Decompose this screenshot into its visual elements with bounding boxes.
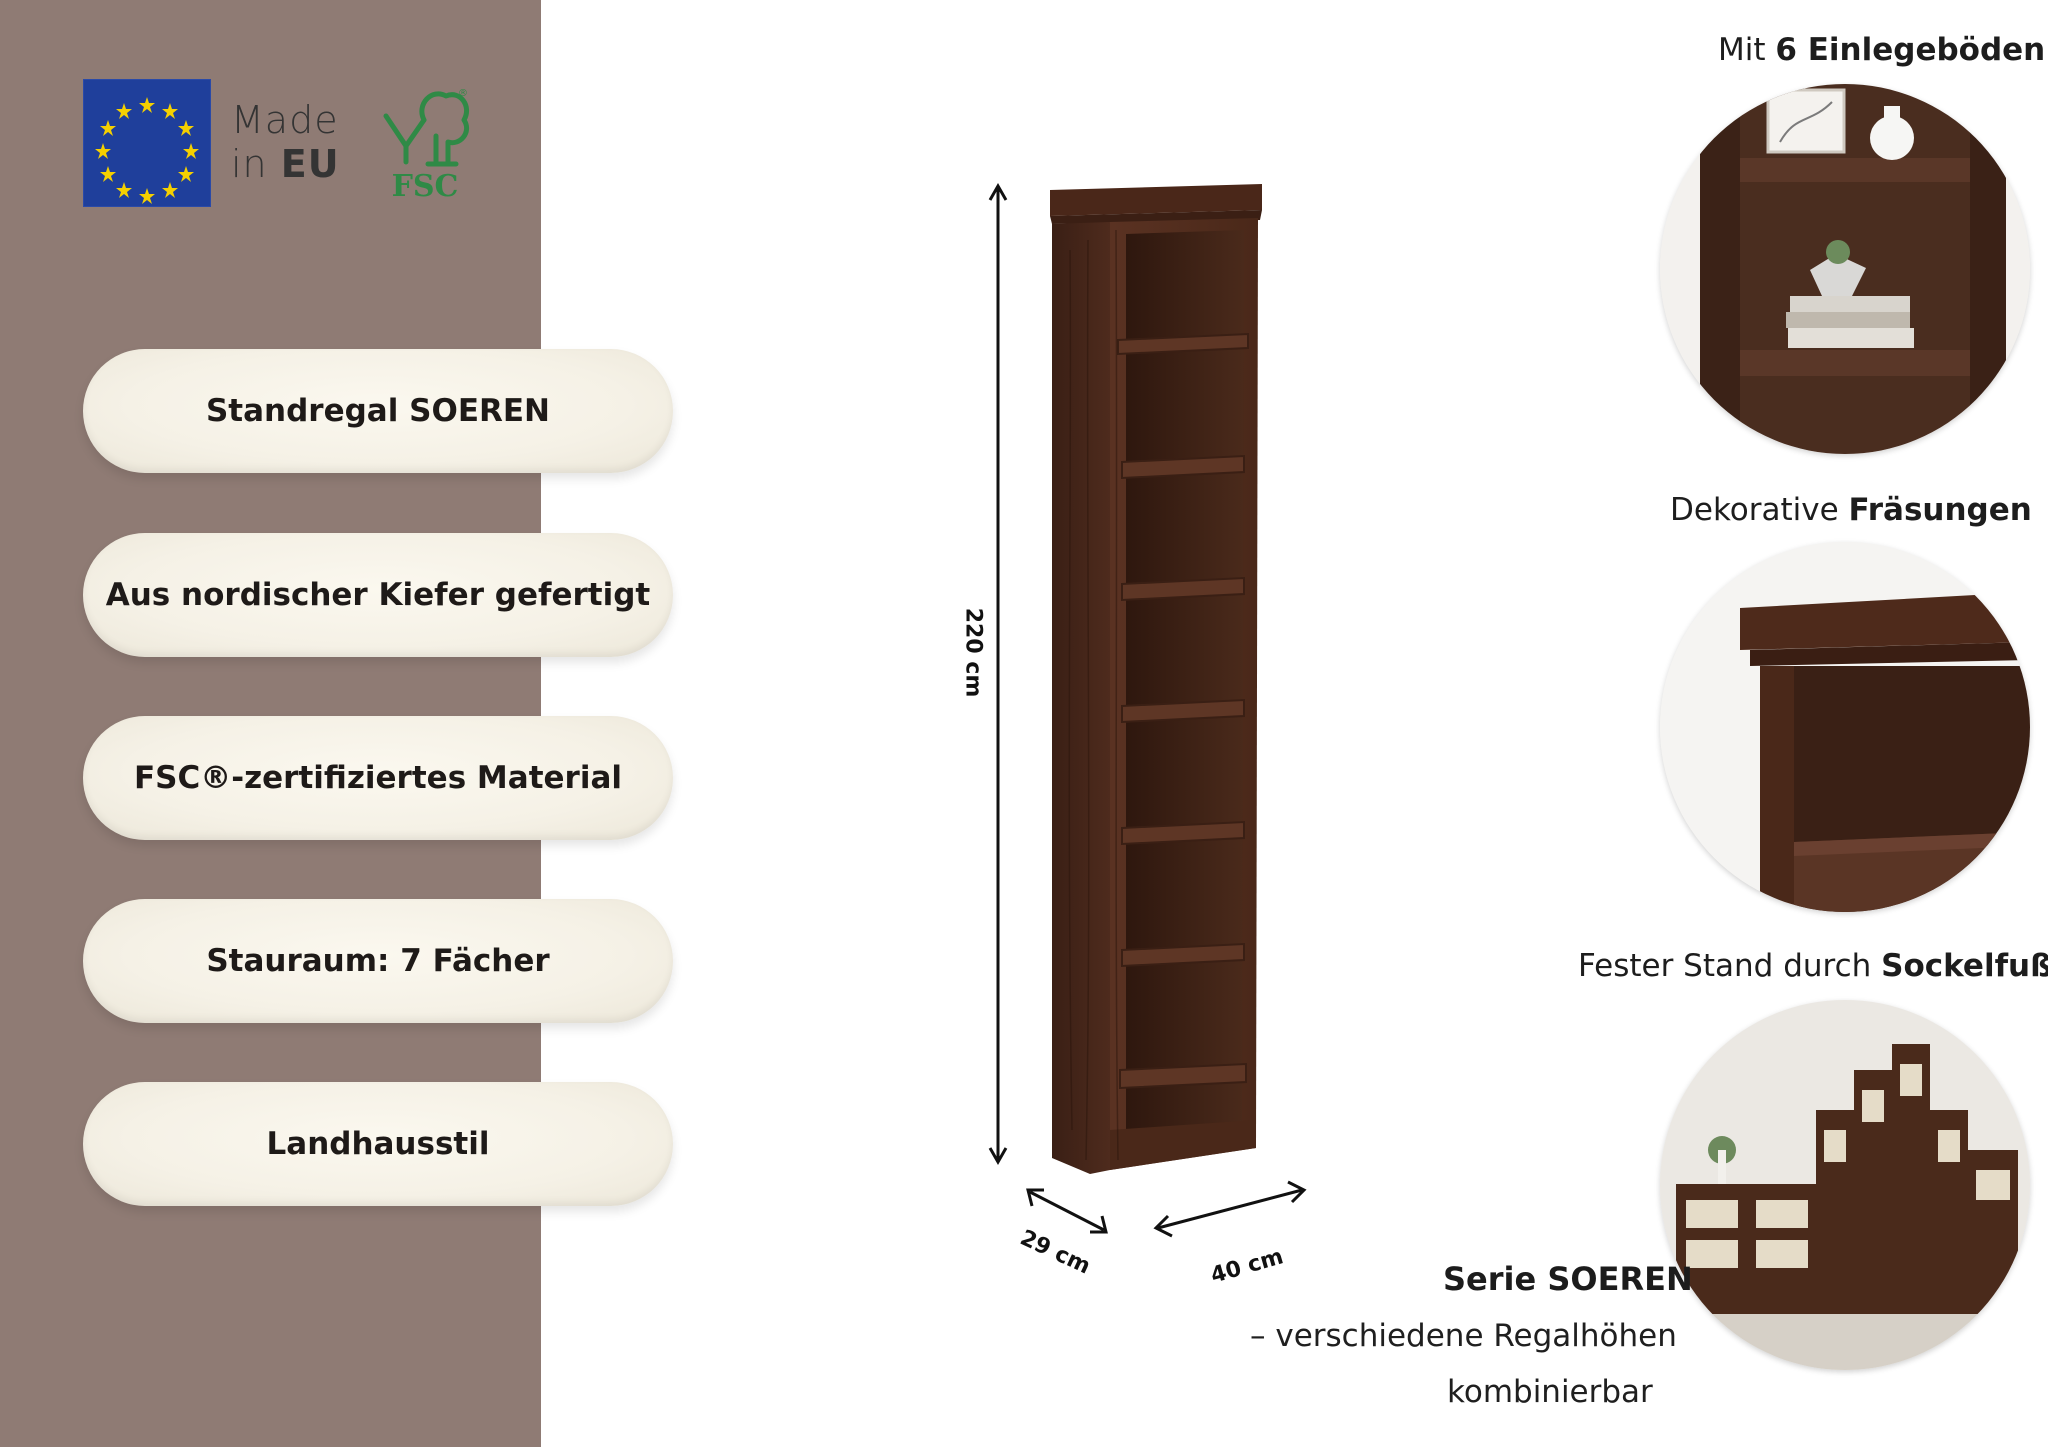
detail-heading-bold: 6 Einlegeböden (1775, 32, 2046, 68)
bookshelf-illustration (988, 182, 1307, 1238)
detail-heading-bold: Fräsungen (1848, 492, 2032, 528)
detail-heading-bold: Sockelfuß (1881, 948, 2048, 984)
series-description-line1: – verschiedene Regalhöhen (1250, 1318, 1677, 1354)
detail-heading-milling: Dekorative Fräsungen (1670, 492, 2032, 528)
feature-pill-label: Standregal SOEREN (205, 393, 550, 429)
shelf-side-panel (1052, 222, 1110, 1174)
detail-heading-prefix: Fester Stand durch (1578, 948, 1882, 984)
made-in-line2-bold: EU (280, 142, 340, 186)
made-in-eu-label: Made in EU (231, 98, 340, 186)
width-arrow (1153, 1180, 1307, 1238)
series-description-line2: kombinierbar (1447, 1374, 1653, 1410)
detail-image-shelves (1660, 84, 2030, 454)
feature-pill-material: Aus nordischer Kiefer gefertigt (83, 533, 673, 657)
shelf-boards (1117, 332, 1249, 1090)
detail-heading-base: Fester Stand durch Sockelfuß (1578, 948, 2048, 984)
detail-image-series (1660, 1000, 2030, 1370)
series-title: Serie SOEREN (1443, 1260, 1693, 1298)
detail-heading-shelves: Mit 6 Einlegeböden (1718, 32, 2045, 68)
feature-pill-label: Landhausstil (266, 1126, 490, 1162)
shelf-crown (1050, 184, 1262, 216)
fsc-logo-text: FSC (392, 169, 459, 202)
made-in-line1: Made (231, 98, 339, 142)
made-in-line2-prefix: in (231, 142, 268, 186)
feature-pill-label: Aus nordischer Kiefer gefertigt (105, 577, 651, 613)
height-arrow (988, 182, 1008, 1166)
detail-heading-prefix: Dekorative (1670, 492, 1849, 528)
feature-pill-certification: FSC®-zertifiziertes Material (83, 716, 673, 840)
feature-pill-storage: Stauraum: 7 Fächer (83, 899, 673, 1023)
fsc-registered-mark: ® (458, 88, 468, 99)
detail-heading-prefix: Mit (1718, 32, 1776, 68)
made-in-line2: in EU (231, 142, 340, 186)
feature-pill-style: Landhausstil (83, 1082, 673, 1206)
feature-pill-label: Stauraum: 7 Fächer (206, 943, 550, 979)
fsc-tree-icon: ® FSC (376, 84, 474, 202)
feature-pill-product-name: Standregal SOEREN (83, 349, 673, 473)
height-dimension-label: 220 cm (960, 607, 986, 698)
eu-flag-icon (83, 79, 211, 207)
feature-pill-label: FSC®-zertifiziertes Material (133, 760, 623, 796)
depth-arrow (1026, 1188, 1108, 1234)
detail-image-milling (1660, 542, 2030, 912)
